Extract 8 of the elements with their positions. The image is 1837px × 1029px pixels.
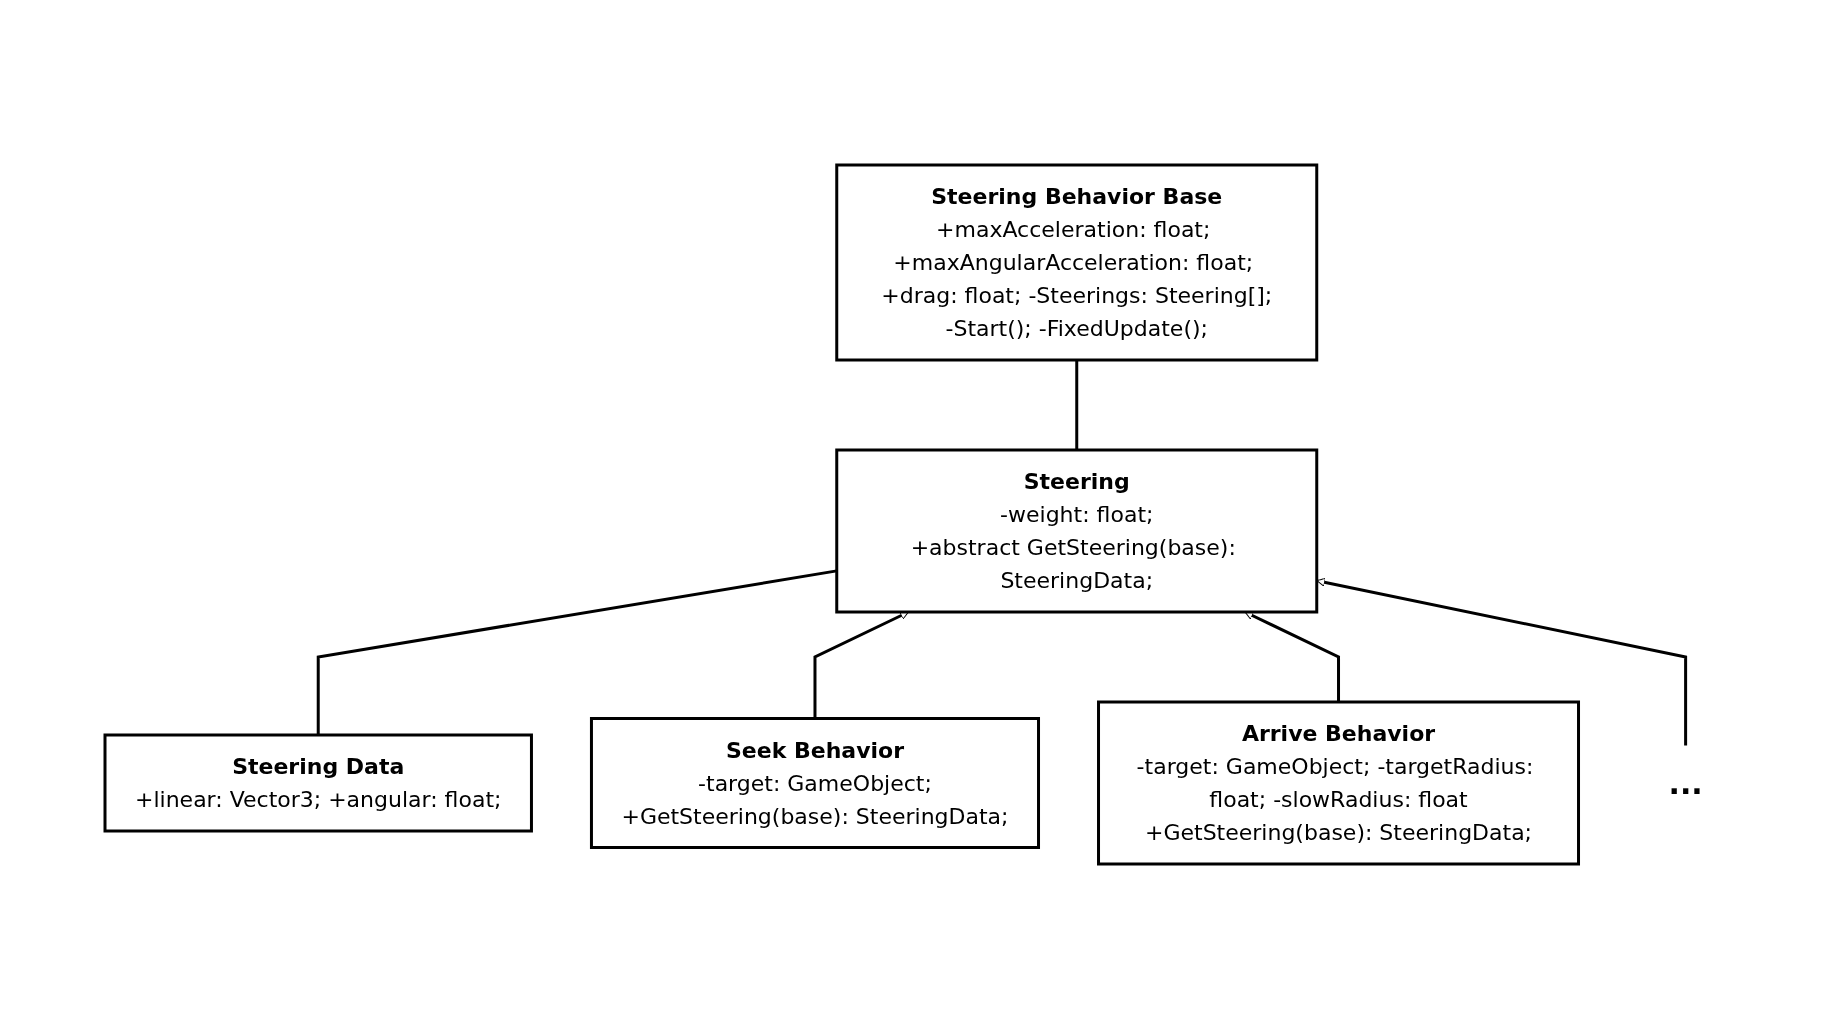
node-box: Seek Behavior -target: GameObject; +GetSteering(base): SteeringData; <box>589 717 1040 849</box>
node-box: Steering Data +linear: Vector3; +angular: float; <box>103 733 533 833</box>
connector <box>1074 360 1078 450</box>
connector <box>316 569 837 735</box>
node-box: Steering -weight: float; +abstract GetSteering(base): SteeringData; <box>834 448 1318 614</box>
node-box: Steering Behavior Base +maxAcceleration: float; +maxAngularAcceleration: float; +drag: float; -Steerings: Steering[]; -Start(); -FixedUpdate(); <box>834 163 1318 362</box>
node-text: ... <box>1668 765 1703 801</box>
node-box: Arrive Behavior -target: GameObject; -targetRadius: float; -slowRadius: float +GetSteering(base): SteeringData; <box>1096 700 1580 866</box>
